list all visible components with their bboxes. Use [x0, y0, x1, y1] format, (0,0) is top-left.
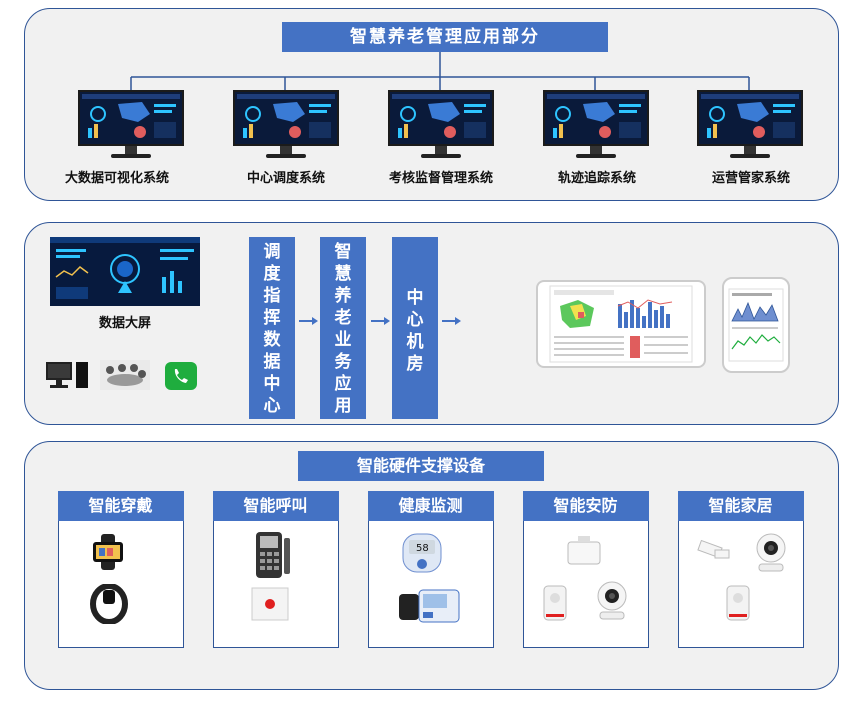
call-button-icon [250, 586, 290, 626]
pir-detector-icon [542, 584, 570, 628]
tablet-image [536, 280, 706, 368]
monitor-bigdata [78, 90, 184, 162]
card-security: 智能安防 [523, 491, 649, 648]
home-camera-icon [751, 532, 791, 578]
card-smart-call-title: 智能呼叫 [213, 491, 339, 521]
phone-image [722, 277, 790, 373]
phone-call-icon [165, 362, 197, 390]
smoke-detector-icon [725, 584, 753, 628]
card-wearables: 智能穿戴 [58, 491, 184, 648]
card-smart-home-title: 智能家居 [678, 491, 804, 521]
column-business-apps-text: 智慧养老业务应用 [334, 241, 352, 417]
column-dispatch-center-text: 调度指挥数据中心 [263, 241, 281, 417]
system-label-dispatch: 中心调度系统 [226, 167, 346, 186]
monitor-supervision [388, 90, 494, 162]
column-business-apps: 智慧养老业务应用 [320, 237, 366, 419]
fitness-band-icon [89, 584, 129, 628]
card-smart-home: 智能家居 [678, 491, 804, 648]
smartwatch-icon [89, 534, 129, 574]
monitor-dispatch [233, 90, 339, 162]
feature-phone-icon [254, 530, 292, 584]
system-label-tracking: 轨迹追踪系统 [540, 167, 654, 186]
column-server-room-text: 中心机房 [406, 287, 424, 375]
system-label-supervision: 考核监督管理系统 [368, 167, 514, 186]
big-screen-label: 数据大屏 [80, 312, 170, 331]
big-screen-image [50, 237, 200, 306]
arrow-3 [442, 320, 456, 322]
card-health-monitoring-title: 健康监测 [368, 491, 494, 521]
workstation-icon [42, 360, 92, 390]
door-sensor-icon [697, 536, 737, 570]
arrow-1 [299, 320, 313, 322]
glucose-meter-icon: 58 [399, 532, 449, 580]
hardware-title: 智能硬件支撑设备 [298, 451, 544, 481]
monitor-operations [697, 90, 803, 162]
meeting-icon [100, 360, 150, 390]
card-wearables-title: 智能穿戴 [58, 491, 184, 521]
blood-pressure-icon [397, 588, 463, 628]
card-smart-call: 智能呼叫 [213, 491, 339, 648]
arrow-2 [371, 320, 385, 322]
tree-connector [0, 0, 858, 100]
glucose-reading: 58 [416, 543, 429, 554]
card-health-monitoring: 健康监测 58 [368, 491, 494, 648]
ceiling-sensor-icon [566, 536, 606, 570]
system-label-operations: 运营管家系统 [694, 167, 808, 186]
system-label-bigdata: 大数据可视化系统 [54, 167, 180, 186]
column-server-room: 中心机房 [392, 237, 438, 419]
ip-camera-icon [592, 580, 632, 626]
monitor-tracking [543, 90, 649, 162]
card-security-title: 智能安防 [523, 491, 649, 521]
column-dispatch-center: 调度指挥数据中心 [249, 237, 295, 419]
